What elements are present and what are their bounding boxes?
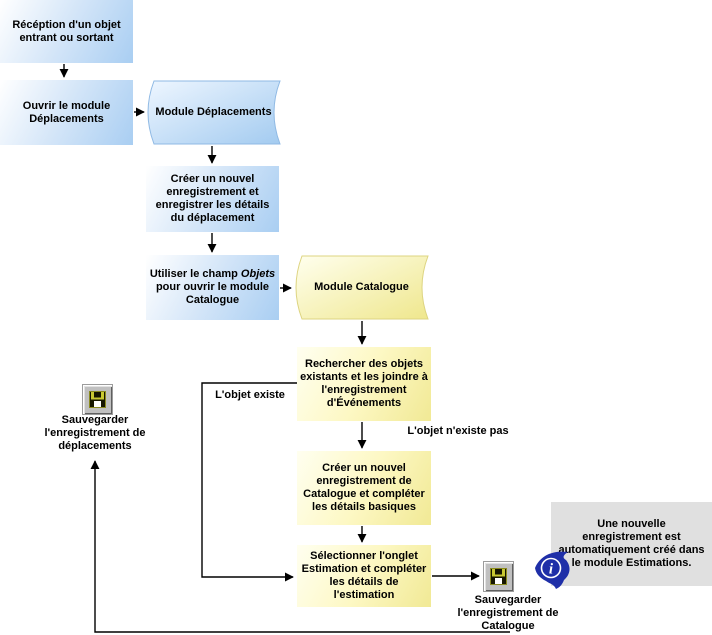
shape-module-catalogue-label: Module Catalogue <box>314 281 409 293</box>
floppy-disk-icon <box>490 568 507 585</box>
box-use-field-text: Utiliser le champ Objets pour ouvrir le … <box>148 268 277 307</box>
stored-data-shape-yellow <box>295 255 429 320</box>
label-object-exists: L'objet existe <box>215 389 285 401</box>
shape-module-deplacements-label: Module Déplacements <box>155 106 272 118</box>
save-catalogue-button <box>483 561 514 592</box>
use-field-suffix: pour ouvrir le module Catalogue <box>155 281 270 306</box>
label-object-not-exists: L'objet n'existe pas <box>407 425 509 437</box>
note-auto-estimation: Une nouvelle enregistrement est automati… <box>551 502 712 586</box>
box-create-catalogue-record: Créer un nouvel enregistrement de Catalo… <box>297 451 431 525</box>
caption-save-catalogue: Sauvegarder l'enregistrement de Catalogu… <box>457 594 559 632</box>
connector-object-exists-path <box>201 382 297 582</box>
stored-data-shape-blue <box>147 80 281 145</box>
box-reception: Récéption d'un objet entrant ou sortant <box>0 0 133 63</box>
save-deplacements-button <box>82 384 113 415</box>
shape-module-catalogue: Module Catalogue <box>293 255 430 320</box>
svg-text:i: i <box>549 562 554 578</box>
box-create-record: Créer un nouvel enregistrement et enregi… <box>146 166 279 232</box>
caption-save-deplacements: Sauvegarder l'enregistrement de déplacem… <box>44 414 146 452</box>
box-search-objects: Rechercher des objets existants et les j… <box>297 347 431 421</box>
shape-module-deplacements: Module Déplacements <box>145 80 282 145</box>
use-field-objets-italic: Objets <box>240 268 276 280</box>
box-open-module-deplacements: Ouvrir le module Déplacements <box>0 80 133 145</box>
info-icon: i <box>534 548 574 590</box>
box-use-field-objets: Utiliser le champ Objets pour ouvrir le … <box>146 255 279 320</box>
floppy-disk-icon <box>89 391 106 408</box>
use-field-prefix: Utiliser le champ <box>149 268 241 280</box>
box-select-estimation-tab: Sélectionner l'onglet Estimation et comp… <box>297 545 431 607</box>
connector-save-catalogue-to-save-deplacements <box>90 460 510 633</box>
